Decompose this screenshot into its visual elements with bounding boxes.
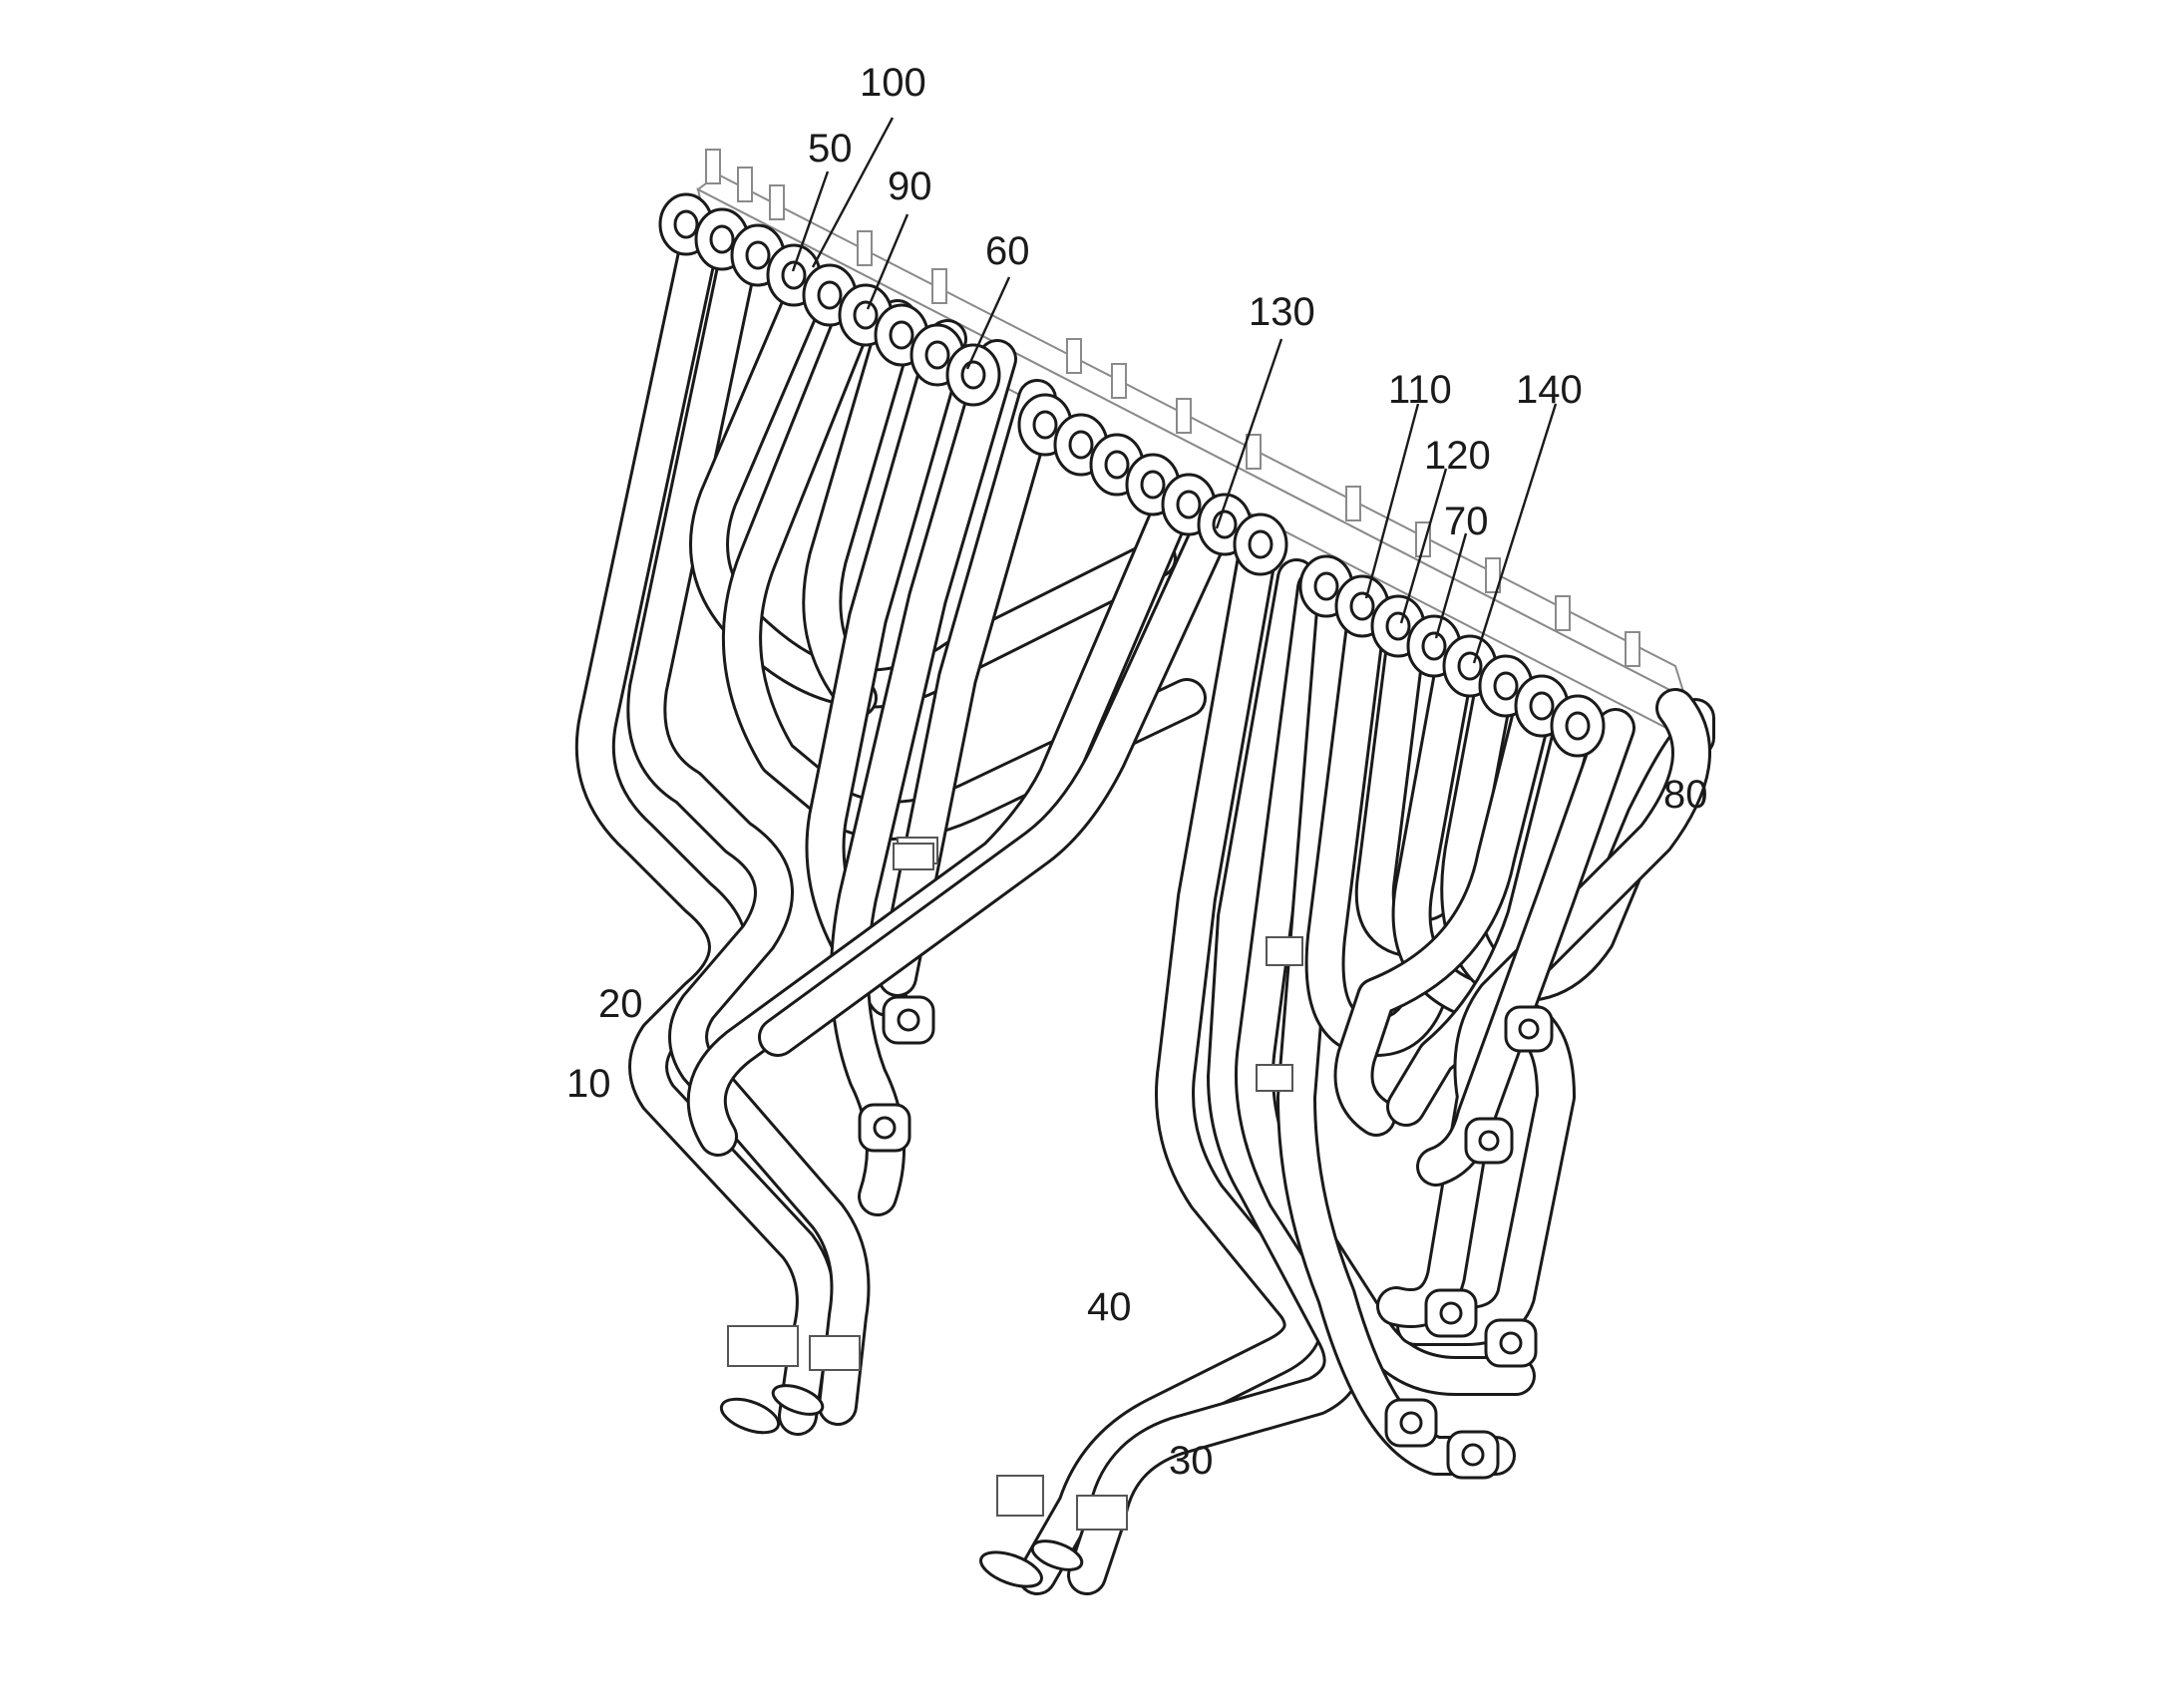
- flange-13: [1125, 453, 1181, 516]
- ref-140: 140: [1516, 368, 1583, 412]
- lower-flange-left-1: [882, 995, 935, 1045]
- ref-80: 80: [1663, 773, 1708, 817]
- foot-30-40-a: [979, 1550, 1043, 1588]
- leader-lines: [791, 117, 1558, 664]
- flange-21: [1442, 634, 1498, 698]
- ref-70: 70: [1444, 500, 1489, 543]
- ref-120: 120: [1424, 434, 1491, 478]
- foot-10-20-a: [719, 1397, 781, 1435]
- lower-flange-right-3: [1424, 1288, 1478, 1338]
- ref-20: 20: [598, 982, 643, 1026]
- rail-studs: [705, 149, 1640, 667]
- ref-130: 130: [1249, 290, 1315, 334]
- flange-5: [802, 263, 858, 327]
- leader-100: [811, 117, 895, 268]
- lower-flange-right-6: [1446, 1430, 1500, 1480]
- foot-30-40-b: [1030, 1539, 1084, 1571]
- lower-flange-right-1: [1504, 1005, 1554, 1053]
- leader-120: [1399, 468, 1448, 624]
- lower-flange-right-2: [1464, 1117, 1514, 1165]
- flange-9: [945, 343, 1001, 407]
- left-pipe-bundle: [574, 229, 1237, 1436]
- right-pipe-bundle: [1017, 538, 1715, 1595]
- flange-24: [1550, 694, 1606, 758]
- top-flanges: [658, 192, 1606, 758]
- leader-70: [1434, 532, 1468, 639]
- ref-40: 40: [1087, 1285, 1132, 1329]
- leader-90: [866, 213, 909, 310]
- flange-16: [1233, 512, 1288, 576]
- ref-50: 50: [808, 127, 853, 171]
- ref-30: 30: [1169, 1439, 1214, 1483]
- foot-10-20-b: [771, 1384, 825, 1416]
- lower-flange-right-4: [1484, 1318, 1538, 1368]
- leader-60: [965, 276, 1011, 370]
- ref-60: 60: [985, 229, 1030, 273]
- leader-130: [1215, 338, 1283, 529]
- reference-numerals: 100 50 90 60 130 110 140 120 70 80 20 10…: [566, 61, 1708, 1483]
- ref-110: 110: [1388, 368, 1452, 412]
- ref-10: 10: [566, 1062, 611, 1106]
- ref-100: 100: [860, 61, 926, 105]
- inlet-feet: [719, 1384, 1084, 1588]
- leader-50: [791, 171, 830, 272]
- lower-flange-right-5: [1384, 1398, 1438, 1448]
- leader-140: [1472, 403, 1558, 664]
- leader-110: [1364, 403, 1420, 599]
- lower-flange-left-2: [858, 1103, 911, 1153]
- lower-flanges: [858, 995, 1554, 1480]
- ref-90: 90: [888, 165, 932, 208]
- brackets: [727, 837, 1303, 1531]
